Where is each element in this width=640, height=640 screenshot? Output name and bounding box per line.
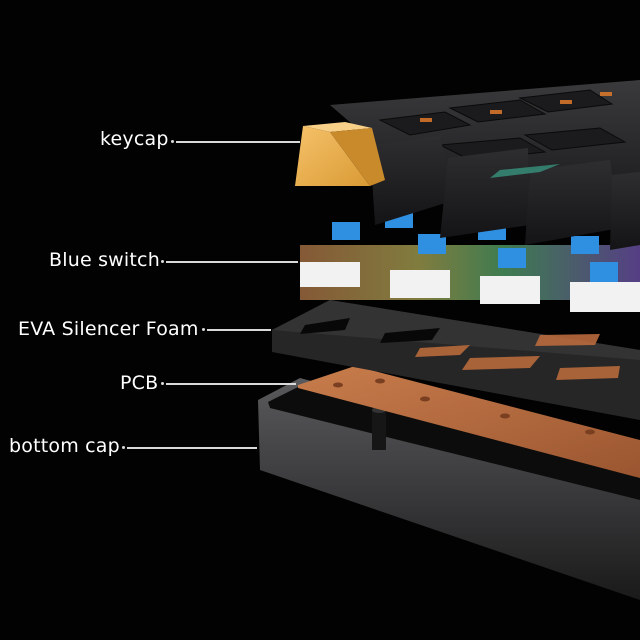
pcb-board <box>298 366 640 478</box>
leader-line-pcb <box>161 382 296 385</box>
leader-line-switch <box>161 260 298 263</box>
leader-line-keycap <box>171 140 300 143</box>
label-pcb: PCB <box>120 372 159 394</box>
keycap-row <box>295 80 640 250</box>
label-blue-switch: Blue switch <box>49 249 160 271</box>
label-eva-silencer-foam: EVA Silencer Foam <box>18 318 199 340</box>
label-bottom-cap: bottom cap <box>9 435 120 457</box>
switch-row <box>300 210 640 312</box>
eva-foam-plate <box>272 300 640 420</box>
yellow-keycap <box>295 122 385 186</box>
bottom-case <box>258 378 640 600</box>
label-keycap: keycap <box>100 128 169 150</box>
leader-line-bottom <box>122 446 257 449</box>
leader-line-foam <box>202 328 271 331</box>
